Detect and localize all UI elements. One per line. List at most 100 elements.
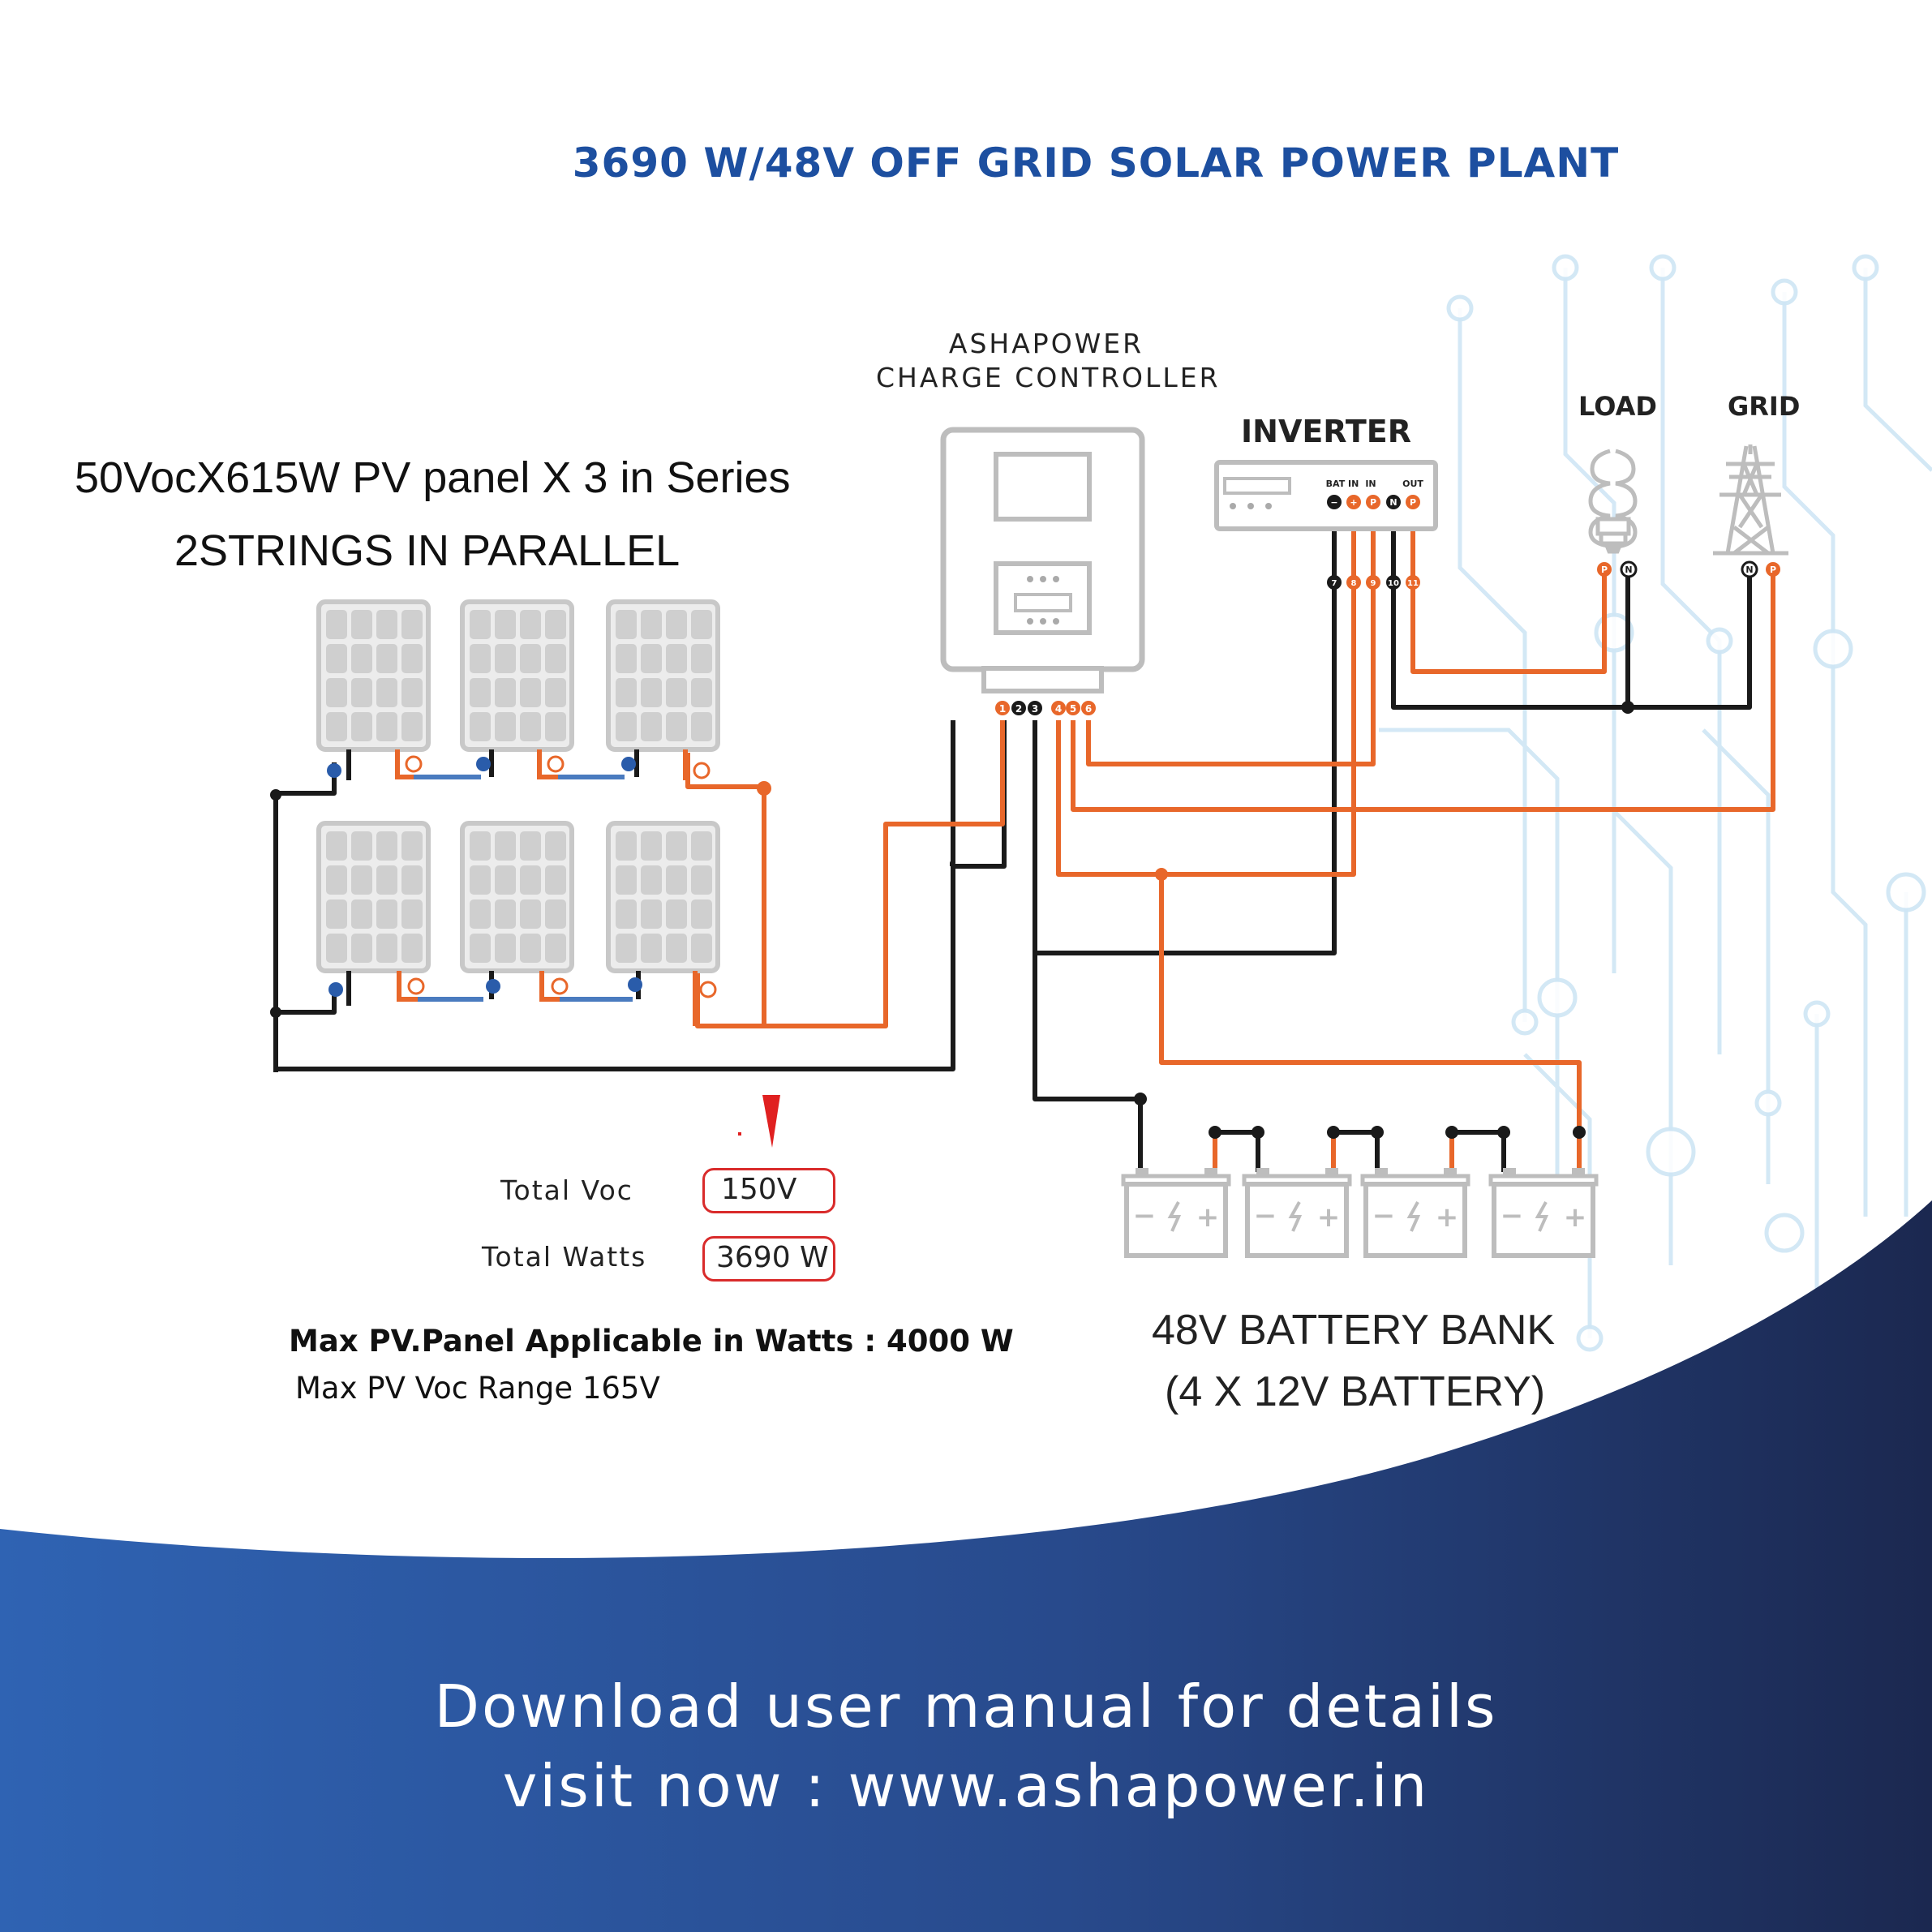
panel-cell bbox=[691, 831, 712, 861]
panel-cell bbox=[520, 899, 541, 929]
svg-text:−: − bbox=[1372, 1200, 1396, 1232]
panel-cell bbox=[376, 865, 397, 895]
panel-cell bbox=[691, 865, 712, 895]
inverter-output-number: 11 bbox=[1407, 579, 1419, 588]
panel-cell bbox=[326, 934, 347, 963]
solar-panel bbox=[316, 599, 431, 752]
inverter-label: INVERTER bbox=[1241, 414, 1412, 449]
panel-cell bbox=[691, 678, 712, 707]
total-voc-label: Total Voc bbox=[500, 1174, 633, 1206]
controller-terminal-number: 6 bbox=[1085, 703, 1092, 715]
panel-cell bbox=[495, 934, 516, 963]
panel-cells bbox=[326, 610, 712, 963]
footer-website-link[interactable]: visit now : www.ashapower.in bbox=[502, 1752, 1430, 1820]
footer-wave bbox=[0, 1200, 1932, 1932]
panel-cell bbox=[666, 712, 687, 741]
inverter-output-number: 10 bbox=[1388, 579, 1399, 588]
inverter-output-terminal bbox=[1346, 575, 1361, 590]
panel-cell bbox=[666, 934, 687, 963]
panel-cell bbox=[495, 678, 516, 707]
panel-cell bbox=[351, 865, 372, 895]
inverter-terminal bbox=[1327, 495, 1342, 509]
panel-cell bbox=[351, 678, 372, 707]
controller-terminal-number: 4 bbox=[1055, 703, 1062, 715]
panel-cell bbox=[545, 831, 566, 861]
inverter-output-terminal bbox=[1366, 575, 1380, 590]
solar-panel-array bbox=[316, 599, 720, 1026]
grid-terminals: N P bbox=[1741, 560, 1780, 578]
panel-cell bbox=[401, 899, 423, 929]
inverter-output-terminal bbox=[1327, 575, 1342, 590]
panel-cell bbox=[641, 831, 662, 861]
load-terminals: P N bbox=[1597, 560, 1638, 578]
panel-cell bbox=[495, 644, 516, 673]
panel-cell bbox=[495, 899, 516, 929]
panel-cell bbox=[326, 899, 347, 929]
battery-icon: −+ bbox=[1360, 1168, 1470, 1258]
panel-cell bbox=[351, 934, 372, 963]
panel-cell bbox=[470, 644, 491, 673]
panel-config-line1: 50VocX615W PV panel X 3 in Series bbox=[75, 453, 791, 502]
inverter-terminal-mark: P bbox=[1370, 497, 1376, 508]
controller-type-label: CHARGE CONTROLLER bbox=[876, 362, 1221, 393]
controller-terminal bbox=[1051, 701, 1066, 715]
grid-n-mark: N bbox=[1745, 565, 1753, 575]
total-voc-value: 150V bbox=[702, 1168, 835, 1213]
solar-panel bbox=[606, 821, 720, 973]
panel-cell bbox=[470, 831, 491, 861]
svg-text:+: + bbox=[1317, 1201, 1341, 1234]
panel-cell bbox=[376, 644, 397, 673]
power-tower-icon bbox=[1713, 444, 1788, 556]
panel-cell bbox=[616, 644, 637, 673]
panel-cell bbox=[495, 831, 516, 861]
panel-cell bbox=[520, 644, 541, 673]
panel-cell bbox=[401, 934, 423, 963]
panel-cell bbox=[351, 899, 372, 929]
solar-panel bbox=[606, 599, 720, 752]
panel-cell bbox=[351, 644, 372, 673]
panel-cell bbox=[545, 712, 566, 741]
panel-cell bbox=[326, 831, 347, 861]
battery-icon: −+ bbox=[1121, 1168, 1231, 1258]
battery-icon: −+ bbox=[1242, 1168, 1352, 1258]
panel-config-line2: 2STRINGS IN PARALLEL bbox=[174, 526, 680, 575]
panel-cell bbox=[495, 712, 516, 741]
inverter-output-number: 8 bbox=[1351, 579, 1357, 588]
grid-p-mark: P bbox=[1770, 565, 1776, 575]
panel-cell bbox=[376, 678, 397, 707]
inverter-terminal-mark: P bbox=[1410, 497, 1416, 508]
panel-cell bbox=[495, 865, 516, 895]
panel-cell bbox=[376, 934, 397, 963]
grid-label: GRID bbox=[1728, 391, 1801, 422]
panel-cell bbox=[376, 899, 397, 929]
panel-cell bbox=[545, 934, 566, 963]
battery-bank: −+−+−+−+ bbox=[1121, 1168, 1599, 1258]
panel-cell bbox=[545, 610, 566, 639]
inverter-terminal-group: IN bbox=[1365, 479, 1376, 489]
svg-text:+: + bbox=[1196, 1201, 1220, 1234]
red-arrow-icon bbox=[738, 1095, 780, 1148]
footer-manual-text: Download user manual for details bbox=[434, 1672, 1498, 1741]
controller-terminal-number: 3 bbox=[1032, 703, 1038, 715]
panel-cell bbox=[691, 899, 712, 929]
load-label: LOAD bbox=[1578, 391, 1657, 422]
inverter-terminal bbox=[1406, 495, 1420, 509]
panel-cell bbox=[691, 610, 712, 639]
panel-cell bbox=[401, 865, 423, 895]
panel-cell bbox=[641, 899, 662, 929]
panel-cell bbox=[666, 644, 687, 673]
panel-lead-wires bbox=[346, 749, 698, 1026]
svg-text:−: − bbox=[1254, 1200, 1277, 1232]
inverter-terminal-group: OUT bbox=[1402, 479, 1423, 489]
max-pv-watts: Max PV.Panel Applicable in Watts : 4000 … bbox=[289, 1324, 1014, 1359]
controller-terminal-number: 1 bbox=[999, 703, 1006, 715]
inverter-terminal-mark: + bbox=[1350, 497, 1357, 508]
panel-cell bbox=[641, 644, 662, 673]
panel-cell bbox=[666, 610, 687, 639]
wires-orange bbox=[685, 511, 1775, 1172]
bulb-icon bbox=[1588, 449, 1638, 554]
load-p-mark: P bbox=[1601, 565, 1608, 575]
panel-cell bbox=[376, 610, 397, 639]
